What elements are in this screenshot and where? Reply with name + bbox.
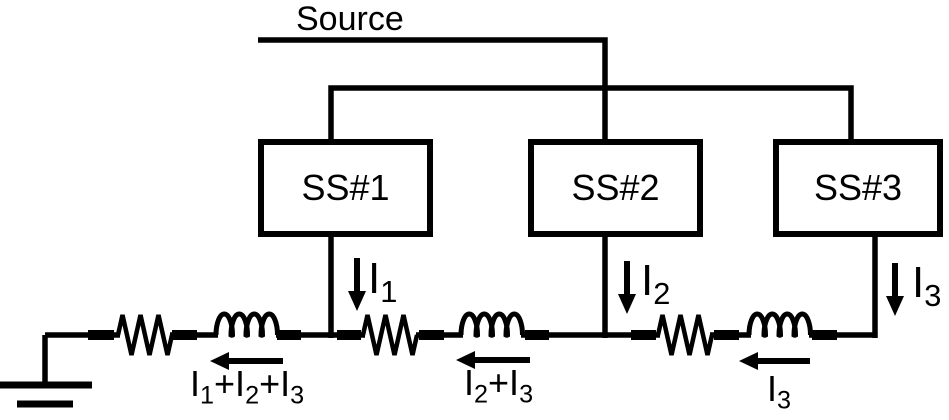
current-sub: 2	[653, 276, 671, 312]
rail-current-label-i3: I3	[767, 368, 791, 414]
resistor-2	[360, 314, 420, 356]
left-arrow-sum123	[210, 352, 283, 370]
current-sub: 3	[777, 386, 792, 415]
substation-box-ss1: SS#1	[258, 139, 433, 237]
rail-current-label-sum23: I2+I3	[464, 362, 533, 408]
current-label-i2: I2	[641, 256, 670, 310]
source-label: Source	[296, 0, 404, 38]
rail-current-arrows	[210, 351, 810, 370]
current-sub: 2	[474, 380, 489, 409]
current-sub: 1	[200, 381, 215, 410]
left-arrow-sum23	[456, 351, 530, 369]
substation-box-ss2: SS#2	[528, 139, 703, 237]
inductor-3	[746, 311, 813, 338]
resistor-1	[115, 314, 175, 356]
source-feeder-wires	[258, 37, 878, 338]
current-base: I	[190, 363, 201, 404]
arrow-head	[618, 294, 636, 314]
feeder-bus-line	[328, 85, 854, 142]
current-label-i3: I3	[912, 258, 941, 312]
substation-label-ss3: SS#3	[813, 167, 903, 208]
resistor-3	[655, 314, 715, 356]
ground-symbol	[0, 335, 92, 408]
down-arrow-i1	[348, 258, 366, 311]
rail-current-label-sum123: I1+I2+I3	[190, 363, 304, 409]
current-base: I	[912, 258, 925, 307]
source-line	[258, 37, 608, 142]
substation-label-ss2: SS#2	[571, 167, 660, 208]
current-base: I	[767, 368, 778, 409]
current-sub: 3	[924, 278, 942, 314]
feeder-current-arrows	[348, 258, 904, 316]
inductor-2	[458, 311, 525, 338]
substation-label-ss1: SS#1	[301, 167, 390, 208]
current-sub: 1	[380, 274, 398, 310]
inductor-1	[213, 311, 280, 338]
current-base: +I	[214, 363, 246, 404]
current-base: +I	[488, 362, 520, 403]
rail-resistors	[115, 314, 715, 356]
down-arrow-i3	[886, 263, 904, 316]
current-base: I	[641, 256, 654, 305]
substation-box-ss3: SS#3	[773, 139, 943, 237]
arrow-head	[886, 296, 904, 316]
current-sub: 3	[290, 381, 305, 410]
left-arrow-i3	[739, 352, 810, 370]
down-arrow-i2	[618, 261, 636, 314]
current-base: +I	[259, 363, 291, 404]
current-sub: 2	[245, 381, 260, 410]
current-sub: 3	[519, 380, 534, 409]
arrow-head	[210, 352, 229, 370]
current-label-i1: I1	[368, 254, 397, 308]
arrow-head	[348, 291, 366, 311]
rail-inductors	[213, 311, 813, 338]
current-base: I	[464, 362, 475, 403]
current-base: I	[368, 254, 381, 303]
arrow-head	[456, 351, 475, 369]
arrow-head	[739, 352, 758, 370]
